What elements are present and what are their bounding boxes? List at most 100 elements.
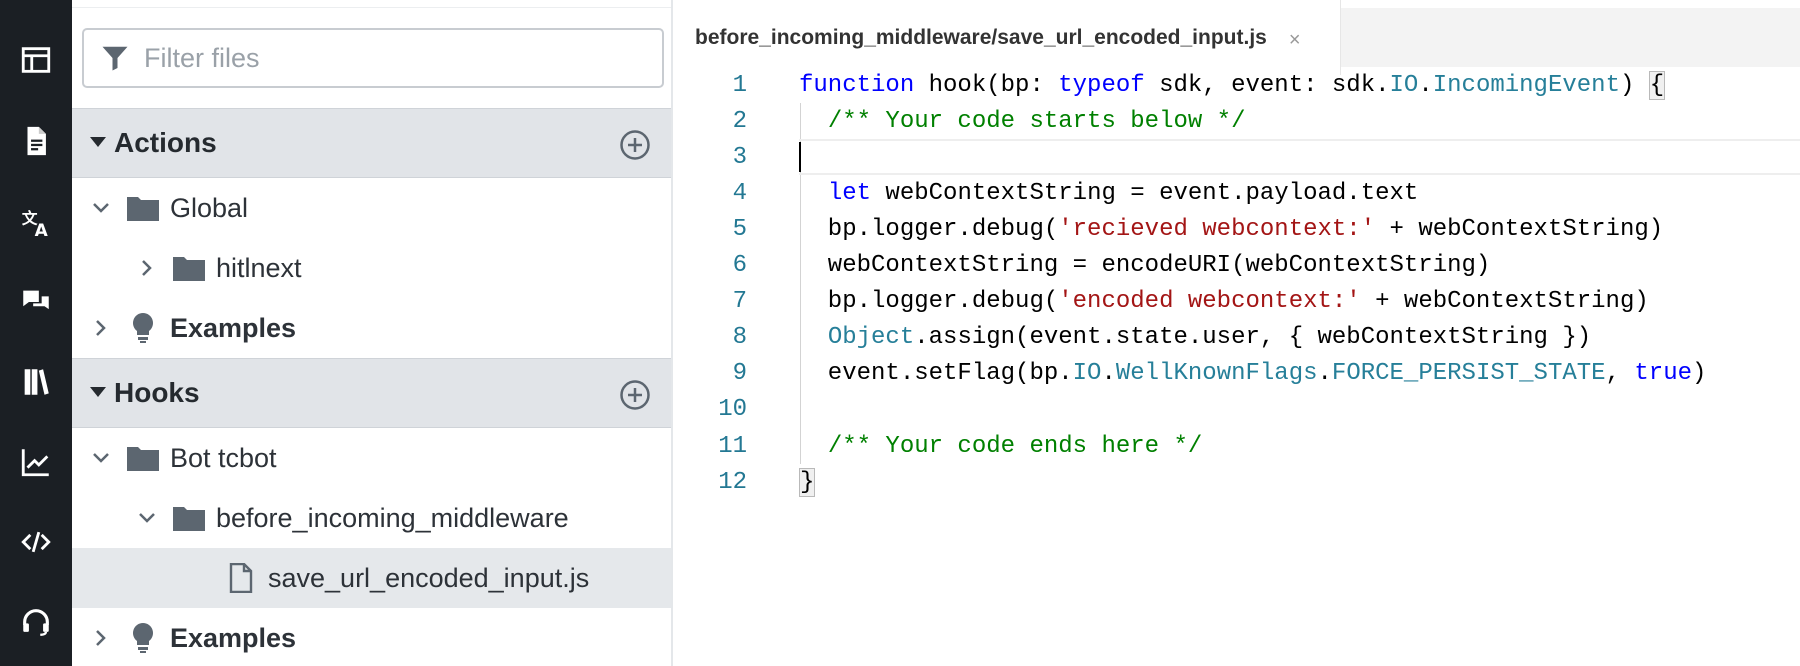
folder-icon xyxy=(172,253,206,283)
analytics-icon[interactable] xyxy=(16,442,56,482)
tree-row-bot-tcbot[interactable]: Bot tcbot xyxy=(72,428,671,488)
code-text: function hook(bp: typeof sdk, event: sdk… xyxy=(799,70,1666,100)
tree-row-before-incoming-middleware[interactable]: before_incoming_middleware xyxy=(72,488,671,548)
caret-down-icon xyxy=(90,387,106,397)
code-line[interactable]: 5 bp.logger.debug('recieved webcontext:'… xyxy=(673,211,1800,247)
token-kw: let xyxy=(827,179,872,207)
token-str: 'encoded webcontext:' xyxy=(1058,288,1361,316)
token-brace: } xyxy=(799,467,816,497)
svg-text:文: 文 xyxy=(22,208,38,227)
code-line[interactable]: 2 /** Your code starts below */ xyxy=(673,103,1800,139)
line-number: 9 xyxy=(732,360,747,388)
code-line[interactable]: 10 xyxy=(673,392,1800,428)
support-icon[interactable] xyxy=(16,602,56,642)
tree-label-save-url-encoded-input: save_url_encoded_input.js xyxy=(268,562,590,593)
layout-icon[interactable] xyxy=(16,40,56,80)
token-kw: typeof xyxy=(1058,71,1145,99)
filter-icon xyxy=(98,41,132,75)
chat-icon[interactable] xyxy=(16,282,56,322)
tree-label-global: Global xyxy=(170,192,249,223)
section-hooks-header[interactable]: Hooks xyxy=(72,358,671,428)
lightbulb-icon xyxy=(130,621,156,655)
token: webContextString = event.payload.text xyxy=(871,179,1419,207)
explorer-top-border xyxy=(72,0,671,8)
code-icon[interactable] xyxy=(16,522,56,562)
section-title-hooks: Hooks xyxy=(114,377,200,408)
code-editor: before_incoming_middleware/save_url_enco… xyxy=(673,0,1800,666)
token: hook(bp: xyxy=(914,71,1059,99)
code-line[interactable]: 9 event.setFlag(bp.IO.WellKnownFlags.FOR… xyxy=(673,356,1800,392)
code-line[interactable]: 6 webContextString = encodeURI(webContex… xyxy=(673,248,1800,284)
code-text: /** Your code ends here */ xyxy=(799,433,1202,460)
filter-files-box xyxy=(82,28,664,88)
document-icon[interactable] xyxy=(16,121,56,161)
tree-label-bot-tcbot: Bot tcbot xyxy=(170,442,277,473)
token xyxy=(799,180,828,207)
indent-guide xyxy=(800,103,801,465)
tree-label-hitlnext: hitlnext xyxy=(216,252,302,283)
add-action-button[interactable] xyxy=(619,129,651,161)
line-number: 12 xyxy=(718,468,747,496)
caret-down-icon xyxy=(90,137,106,147)
tree-label-examples: Examples xyxy=(170,312,297,343)
line-number: 10 xyxy=(718,396,747,424)
code-line[interactable]: 7 bp.logger.debug('encoded webcontext:' … xyxy=(673,284,1800,320)
code-text: Object.assign(event.state.user, { webCon… xyxy=(799,324,1591,351)
line-number: 4 xyxy=(732,179,747,207)
svg-text:A: A xyxy=(35,221,49,239)
code-line[interactable]: 8 Object.assign(event.state.user, { webC… xyxy=(673,320,1800,356)
code-content[interactable]: 1 function hook(bp: typeof sdk, event: sd… xyxy=(673,67,1800,666)
token-str: 'recieved webcontext:' xyxy=(1058,215,1376,243)
code-text: webContextString = encodeURI(webContextS… xyxy=(799,252,1491,279)
token-ty: IncomingEvent xyxy=(1432,71,1620,99)
section-title-actions: Actions xyxy=(114,127,217,158)
tree-row-examples-actions[interactable]: Examples xyxy=(72,298,671,358)
chevron-right-icon[interactable] xyxy=(90,627,112,649)
code-text: bp.logger.debug('encoded webcontext:' + … xyxy=(799,288,1649,315)
token-ty: Object xyxy=(827,324,915,352)
tree-row-save-url-encoded-input[interactable]: save_url_encoded_input.js xyxy=(72,548,671,608)
code-line[interactable]: 4 let webContextString = event.payload.t… xyxy=(673,175,1800,211)
code-line[interactable]: 1 function hook(bp: typeof sdk, event: sd… xyxy=(673,67,1800,103)
editor-tab[interactable]: before_incoming_middleware/save_url_enco… xyxy=(673,0,1341,75)
line-number: 1 xyxy=(732,71,747,99)
tree-row-examples-hooks[interactable]: Examples xyxy=(72,608,671,666)
code-line[interactable]: 11 /** Your code ends here */ xyxy=(673,428,1800,464)
token: event.setFlag(bp. xyxy=(799,360,1073,388)
token-ty: FORCE_PERSIST_STATE xyxy=(1331,360,1606,388)
code-text: /** Your code starts below */ xyxy=(799,108,1246,135)
code-text: event.setFlag(bp.IO.WellKnownFlags.FORCE… xyxy=(799,360,1707,388)
code-line[interactable]: 3 xyxy=(673,139,1800,176)
section-actions-header[interactable]: Actions xyxy=(72,108,671,178)
token: , xyxy=(1605,360,1635,388)
token: + webContextString) xyxy=(1360,288,1649,316)
tree-row-global[interactable]: Global xyxy=(72,178,671,238)
chevron-down-icon[interactable] xyxy=(90,197,112,219)
add-hook-button[interactable] xyxy=(619,379,651,411)
filter-files-input[interactable] xyxy=(144,42,644,74)
token-cm: /** Your code ends here */ xyxy=(827,432,1203,460)
chevron-right-icon[interactable] xyxy=(90,317,112,339)
tree-label-before-incoming-middleware: before_incoming_middleware xyxy=(216,502,569,533)
close-tab-icon[interactable]: × xyxy=(1288,29,1301,51)
chevron-down-icon[interactable] xyxy=(136,507,158,529)
token xyxy=(799,108,828,135)
library-icon[interactable] xyxy=(16,362,56,402)
tree-row-hitlnext[interactable]: hitlnext xyxy=(72,238,671,298)
chevron-right-icon[interactable] xyxy=(136,257,158,279)
line-number: 3 xyxy=(732,143,747,171)
chevron-down-icon[interactable] xyxy=(90,447,112,469)
token-kw: function xyxy=(799,71,915,99)
token: + webContextString) xyxy=(1375,215,1664,243)
token: sdk, event: sdk. xyxy=(1144,71,1390,99)
code-line[interactable]: 12} xyxy=(673,464,1800,500)
token: . xyxy=(1418,71,1433,99)
token: bp.logger.debug( xyxy=(799,288,1059,316)
token-ty: IO xyxy=(1072,360,1102,388)
token: . xyxy=(1317,360,1332,388)
token-ty: IO xyxy=(1389,71,1419,99)
lightbulb-icon xyxy=(130,311,156,345)
token: ) xyxy=(1619,71,1649,99)
